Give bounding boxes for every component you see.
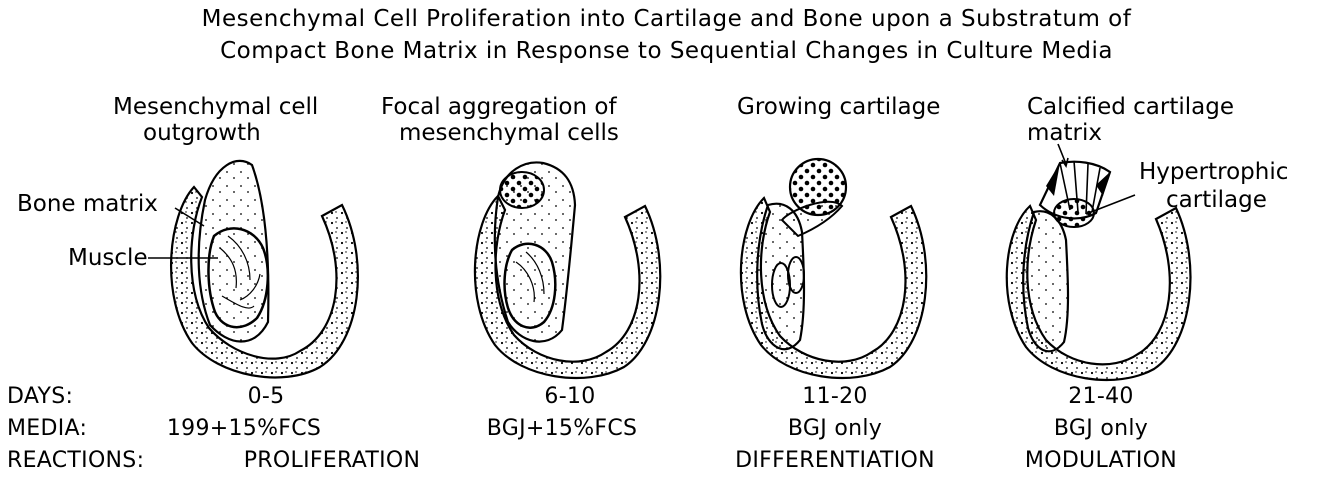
days-stage-4: 21-40 [1068,386,1133,408]
media-row: MEDIA: 199+15%FCS BGJ+15%FCS BGJ only BG… [0,418,1333,444]
days-row-label: DAYS: [7,386,73,408]
reactions-row-label: REACTIONS: [7,450,144,472]
media-stage-2: BGJ+15%FCS [487,418,638,440]
stage-3-drawing [741,159,926,378]
days-stage-2: 6-10 [544,386,595,408]
stage-1-top-label-line-1: Mesenchymal cell [113,95,318,120]
media-row-label: MEDIA: [7,418,87,440]
days-stage-3: 11-20 [802,386,867,408]
reaction-differentiation: DIFFERENTIATION [735,450,935,472]
reaction-proliferation: PROLIFERATION [244,450,421,472]
stage-4-top-label-line-1: Calcified cartilage [1027,95,1234,120]
stage-4-outgrowth [1023,211,1068,351]
media-stage-1: 199+15%FCS [167,418,321,440]
stage-1-bone-matrix-label: Bone matrix [17,192,158,217]
days-row: DAYS: 0-5 6-10 11-20 21-40 [0,386,1333,412]
media-stage-3: BGJ only [788,418,882,440]
stage-2-top-label-line-2: mesenchymal cells [399,121,619,146]
stage-2-focal-aggregation [500,172,544,208]
stage-4-hypertrophic-label-line-1: Hypertrophic [1139,160,1288,185]
stage-1-drawing [148,161,358,378]
stage-4-hypertrophic-label-line-2: cartilage [1166,188,1267,213]
stage-1-muscle-label: Muscle [68,246,148,271]
stage-3-top-label: Growing cartilage [737,95,940,120]
media-stage-4: BGJ only [1054,418,1148,440]
stage-3-growing-cartilage [790,159,846,215]
stage-1-top-label-line-2: outgrowth [143,121,261,146]
reactions-row: REACTIONS: PROLIFERATION DIFFERENTIATION… [0,450,1333,476]
stage-2-drawing [475,162,660,378]
stage-4-top-label-line-2: matrix [1027,121,1102,146]
reaction-modulation: MODULATION [1025,450,1177,472]
stage-2-top-label-line-1: Focal aggregation of [381,95,617,120]
days-stage-1: 0-5 [248,386,285,408]
